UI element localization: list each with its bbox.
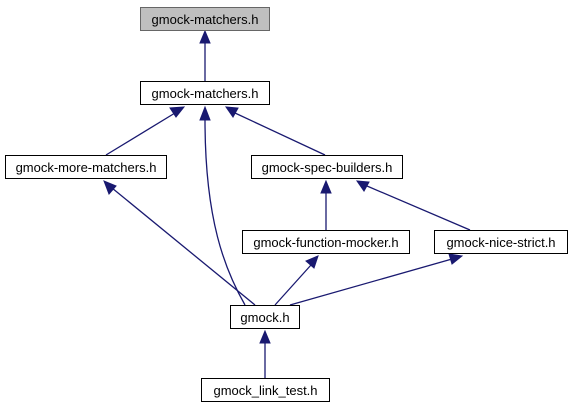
node-root-gmock-matchers: gmock-matchers.h bbox=[140, 7, 270, 31]
edge-link-test-to-gmock bbox=[259, 329, 271, 378]
edge-gmock-to-function-mocker bbox=[274, 255, 319, 306]
node-gmock-link-test[interactable]: gmock_link_test.h bbox=[201, 378, 330, 402]
node-gmock-matchers[interactable]: gmock-matchers.h bbox=[140, 81, 270, 105]
edge-gmock-to-more-matchers bbox=[103, 180, 256, 306]
edge-gmock-to-matchers bbox=[199, 105, 246, 306]
edge-spec-builders-to-matchers bbox=[224, 106, 326, 156]
edge-function-mocker-to-spec-builders bbox=[320, 179, 332, 230]
node-gmock-more-matchers[interactable]: gmock-more-matchers.h bbox=[5, 155, 167, 179]
node-gmock-spec-builders[interactable]: gmock-spec-builders.h bbox=[251, 155, 403, 179]
edge-matchers-to-root bbox=[199, 29, 211, 81]
node-gmock-nice-strict[interactable]: gmock-nice-strict.h bbox=[434, 230, 568, 254]
edge-nice-strict-to-spec-builders bbox=[355, 180, 471, 231]
node-gmock[interactable]: gmock.h bbox=[230, 305, 300, 329]
node-gmock-function-mocker[interactable]: gmock-function-mocker.h bbox=[242, 230, 410, 254]
edge-more-matchers-to-matchers bbox=[105, 106, 186, 156]
edge-gmock-to-nice-strict bbox=[289, 253, 464, 306]
